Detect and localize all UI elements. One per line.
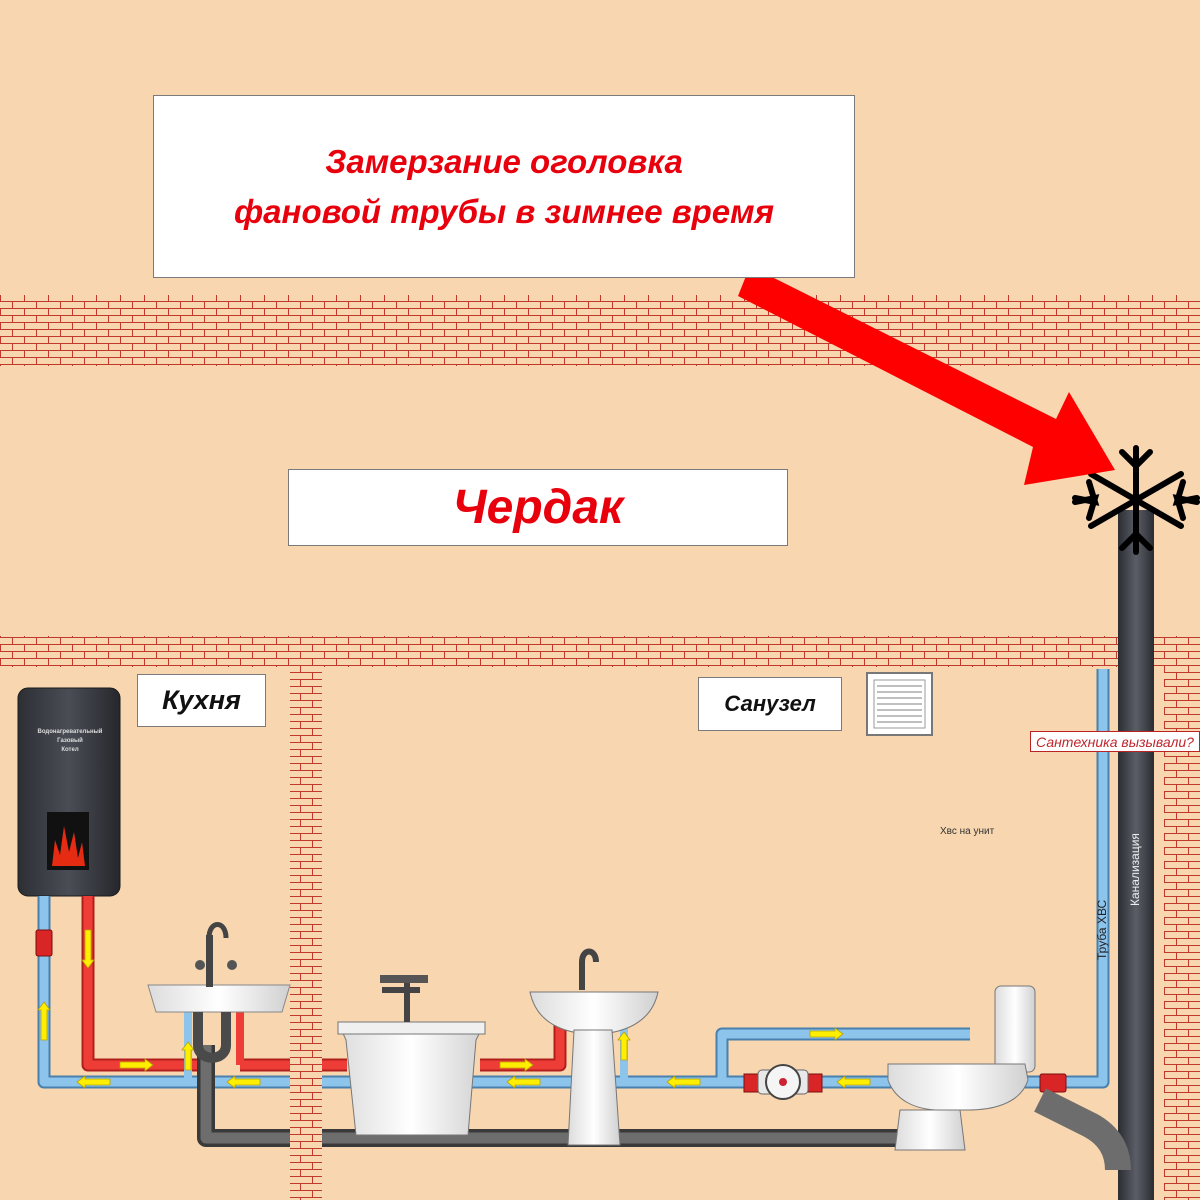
upper-brick-wall	[0, 295, 1200, 366]
attic-label: Чердак	[452, 481, 624, 534]
toilet	[887, 985, 1036, 1151]
red-pointer-arrow	[738, 266, 1115, 485]
title-box: Замерзание оголовка фановой трубы в зимн…	[153, 95, 855, 278]
heater-label: Водонагревательный Газовый Котел	[37, 729, 103, 753]
kitchen-label: Кухня	[162, 685, 241, 715]
toilet-drain-elbow	[1034, 1088, 1131, 1171]
flame-icon	[52, 826, 85, 866]
kitchen-partition-wall	[290, 667, 322, 1200]
flow-arrows	[37, 929, 871, 1089]
sewer-vent-stack	[1118, 510, 1154, 1200]
water-meter	[757, 1064, 809, 1100]
attic-label-box: Чердак	[288, 469, 788, 546]
bathtub	[337, 975, 486, 1136]
right-outer-wall	[1164, 667, 1200, 1200]
valves	[35, 929, 1067, 1093]
toilet-pipe-label: Хвс на унит	[940, 826, 995, 837]
vent-grille-icon	[866, 672, 933, 736]
plumber-note-box: Сантехника вызывали?	[1030, 731, 1200, 752]
sewer-pipe-label: Канализация	[1128, 833, 1142, 907]
kitchen-label-box: Кухня	[137, 674, 266, 727]
lower-brick-wall	[0, 636, 1200, 667]
cold-pipe-label: Труба ХВС	[1095, 899, 1109, 961]
washbasin	[529, 948, 659, 1146]
water-heater	[17, 687, 121, 897]
bathroom-label: Санузел	[724, 691, 816, 716]
title-text: Замерзание оголовка фановой трубы в зимн…	[233, 143, 775, 230]
kitchen-sink	[147, 922, 291, 1063]
plumber-note: Сантехника вызывали?	[1036, 733, 1194, 750]
snowflake-icon	[1072, 445, 1200, 555]
bathroom-label-box: Санузел	[698, 677, 842, 731]
